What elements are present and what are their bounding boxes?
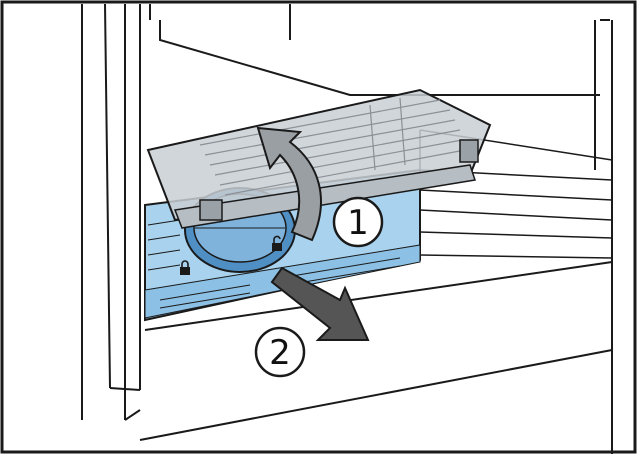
- appliance-side-wall: [81, 3, 141, 421]
- cover-clip: [459, 139, 479, 163]
- cabinet-floor: [139, 261, 613, 441]
- pull-out-arrow: [270, 266, 370, 341]
- cover-hinge: [199, 199, 223, 221]
- grey-cover-lid[interactable]: [146, 88, 492, 229]
- step-number-2: 2: [269, 333, 291, 373]
- rotate-up-arrow: [256, 126, 322, 242]
- step-marker-1: 1: [332, 196, 384, 248]
- cabinet-top: [149, 4, 613, 454]
- lock-icon: [180, 260, 190, 275]
- step-marker-2: 2: [254, 326, 306, 378]
- unlock-icon: [272, 235, 282, 251]
- step-number-1: 1: [347, 203, 369, 243]
